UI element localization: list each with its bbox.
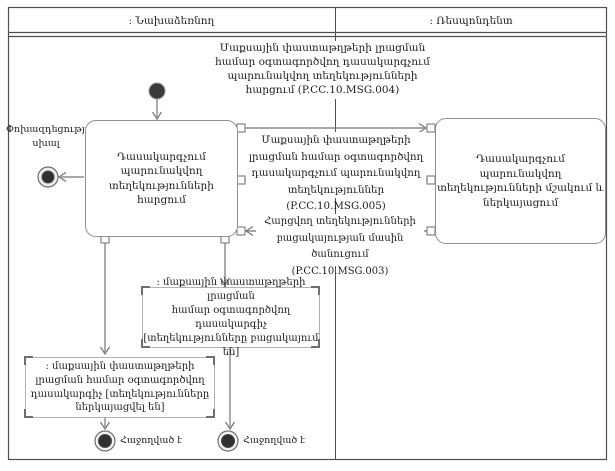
- corner-mark: [206, 409, 215, 418]
- activity-request-classifier-info: Դասակարգչում պարունակվող տեղեկություններ…: [85, 120, 238, 237]
- corner-mark: [24, 409, 33, 418]
- message-note-msg004: Մաքսային փաստաթղթերի լրացման համար օգտագ…: [190, 41, 455, 99]
- lane-header-initiator: : Նախաձեռնող: [128, 15, 215, 27]
- diagram-frame: [7, 6, 608, 461]
- error-final-label: Փոխազդեցության սխալ: [6, 124, 100, 149]
- final-label-left: Հաջողված է: [120, 435, 183, 446]
- lane-header-respondent: : Ռեսպոնդենտ: [429, 15, 513, 27]
- corner-mark: [311, 339, 320, 348]
- corner-mark: [24, 356, 33, 365]
- message-note-msg003: Հարցվող տեղեկությունների բացակայության մ…: [256, 214, 424, 277]
- corner-mark: [206, 356, 215, 365]
- final-node-mid: [217, 430, 239, 452]
- activity-process-and-present-info: Դասակարգչում պարունակվող տեղեկություններ…: [435, 118, 606, 244]
- corner-mark: [141, 339, 150, 348]
- message-note-msg005: Մաքսային փաստաթղթերի լրացման համար օգտագ…: [246, 132, 426, 212]
- final-node-left: [94, 430, 116, 452]
- error-final-node: [37, 166, 59, 188]
- corner-mark: [311, 286, 320, 295]
- corner-mark: [141, 286, 150, 295]
- initial-node: [148, 82, 166, 100]
- object-node-info-presented: : մաքսային փաստաթղթերի լրացման համար օգտ…: [25, 357, 215, 418]
- final-label-mid: Հաջողված է: [243, 435, 306, 446]
- object-node-info-missing: : մաքսային փաստաթղթերի լրացման համար օգտ…: [142, 276, 320, 358]
